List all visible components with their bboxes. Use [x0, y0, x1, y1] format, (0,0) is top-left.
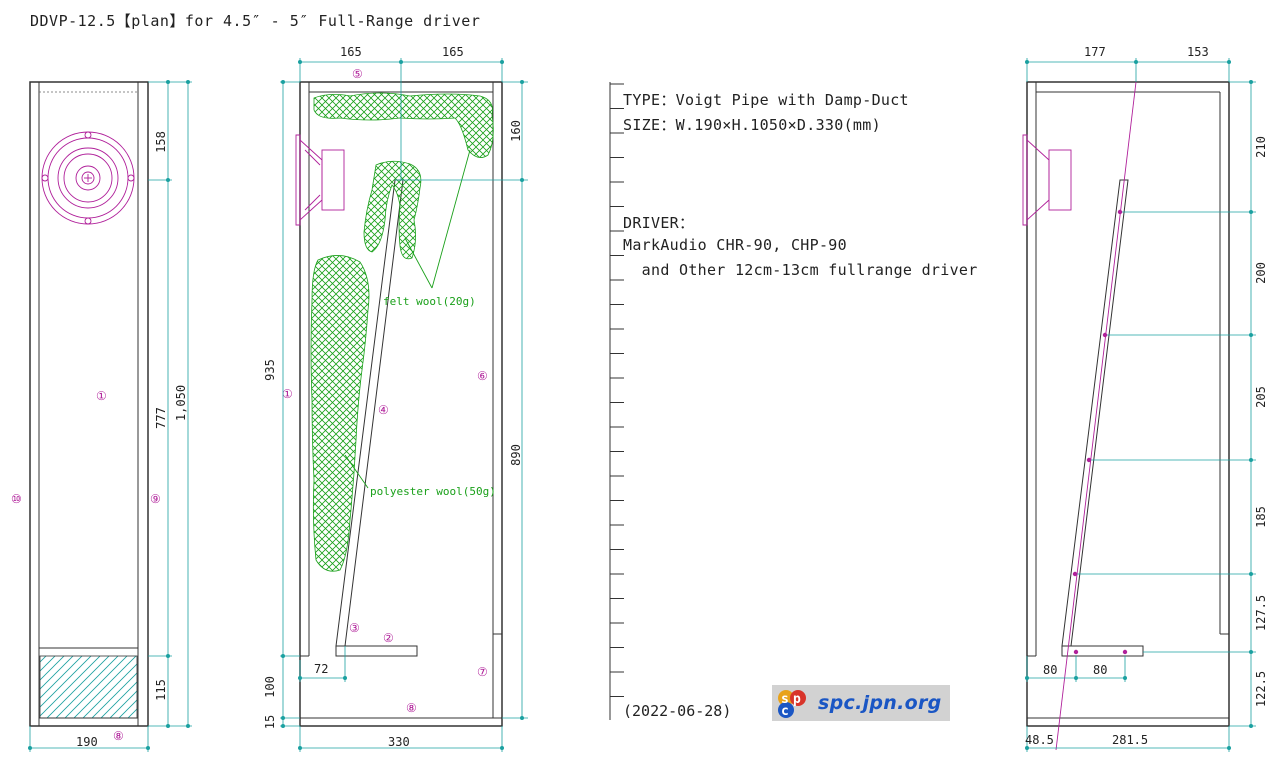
third-outer-box — [1026, 81, 1230, 727]
front-part-9: ⑨ — [150, 492, 161, 506]
spec-driver-other: and Other 12cm-13cm fullrange driver — [623, 261, 978, 279]
third-dim-lines — [1026, 58, 1256, 752]
third-dim-127-5: 127.5 — [1254, 595, 1268, 631]
third-dim-177: 177 — [1084, 45, 1106, 59]
third-dim-281-5: 281.5 — [1112, 733, 1148, 747]
third-view: 177 153 210 200 205 185 127.5 122.5 80 8… — [1022, 45, 1268, 752]
side-part-4: ④ — [378, 403, 389, 417]
side-dim-165-right: 165 — [442, 45, 464, 59]
side-dim-15: 15 — [263, 715, 277, 729]
third-dim-185: 185 — [1254, 506, 1268, 528]
front-outer-box — [29, 81, 149, 727]
side-view: felt wool(20g) polyester wool(50g) ① ② ③… — [263, 45, 528, 752]
side-duct-wool — [363, 160, 422, 260]
spc-logo-icon: s p c — [774, 685, 810, 721]
side-part-2: ② — [383, 631, 394, 645]
front-hatch-area — [39, 655, 138, 719]
front-part-10: ⑩ — [11, 492, 22, 506]
side-driver-icon — [295, 134, 345, 226]
side-part-1: ① — [282, 387, 293, 401]
side-dim-935: 935 — [263, 359, 277, 381]
plan-date: (2022-06-28) — [623, 702, 732, 720]
third-driver-icon — [1022, 134, 1072, 226]
side-note-felt: felt wool(20g) — [383, 295, 476, 308]
side-part-3: ③ — [349, 621, 360, 635]
third-partition — [1061, 179, 1129, 647]
front-part-8: ⑧ — [113, 729, 124, 743]
front-dim-777: 777 — [154, 407, 168, 429]
side-dim-890: 890 — [509, 444, 523, 466]
side-part-5: ⑤ — [352, 67, 363, 81]
third-dim-80-left: 80 — [1043, 663, 1057, 677]
spec-size: SIZE：W.190×H.1050×D.330(mm) — [623, 116, 881, 134]
side-part-7: ⑦ — [477, 665, 488, 679]
third-center-axis — [1055, 81, 1137, 751]
third-dim-210: 210 — [1254, 136, 1268, 158]
side-top-wool — [313, 92, 494, 158]
side-dim-165-left: 165 — [340, 45, 362, 59]
side-note-poly: polyester wool(50g) — [370, 485, 496, 498]
side-shelf — [335, 645, 418, 657]
spec-driver-models: MarkAudio CHR-90, CHP-90 — [623, 236, 847, 254]
side-dim-100: 100 — [263, 676, 277, 698]
front-part-1: ① — [96, 389, 107, 403]
front-view: ① ⑨ ⑩ ⑧ 158 777 115 1,050 190 — [11, 80, 192, 752]
svg-text:p: p — [793, 692, 801, 707]
spc-logo-text: spc.jpn.org — [818, 692, 942, 714]
front-dim-1050: 1,050 — [174, 385, 188, 421]
third-dim-205: 205 — [1254, 386, 1268, 408]
center-ruler-ticks — [610, 83, 624, 697]
side-main-wool — [310, 255, 370, 572]
side-part-6: ⑥ — [477, 369, 488, 383]
drawing-title: DDVP-12.5【plan】for 4.5″ - 5″ Full-Range … — [30, 12, 481, 30]
front-dim-158: 158 — [154, 131, 168, 153]
third-dim-200: 200 — [1254, 262, 1268, 284]
side-dim-160: 160 — [509, 120, 523, 142]
third-dim-122-5: 122.5 — [1254, 671, 1268, 707]
side-dim-72: 72 — [314, 662, 328, 676]
svg-text:s: s — [781, 692, 789, 707]
front-dim-190: 190 — [76, 735, 98, 749]
side-wool-leaders — [344, 149, 471, 489]
front-driver-icon — [41, 131, 135, 225]
side-part-8: ⑧ — [406, 701, 417, 715]
third-dim-153: 153 — [1187, 45, 1209, 59]
spec-type: TYPE：Voigt Pipe with Damp-Duct — [623, 91, 909, 109]
side-dim-lines — [280, 58, 528, 752]
svg-text:c: c — [781, 704, 789, 719]
spec-driver-label: DRIVER： — [623, 214, 695, 232]
third-shelf — [1061, 645, 1144, 657]
spc-logo-link[interactable]: s p c spc.jpn.org — [772, 685, 950, 721]
third-dim-80-right: 80 — [1093, 663, 1107, 677]
front-dim-115: 115 — [154, 679, 168, 701]
side-dim-330: 330 — [388, 735, 410, 749]
third-dim-48-5: 48.5 — [1025, 733, 1054, 747]
